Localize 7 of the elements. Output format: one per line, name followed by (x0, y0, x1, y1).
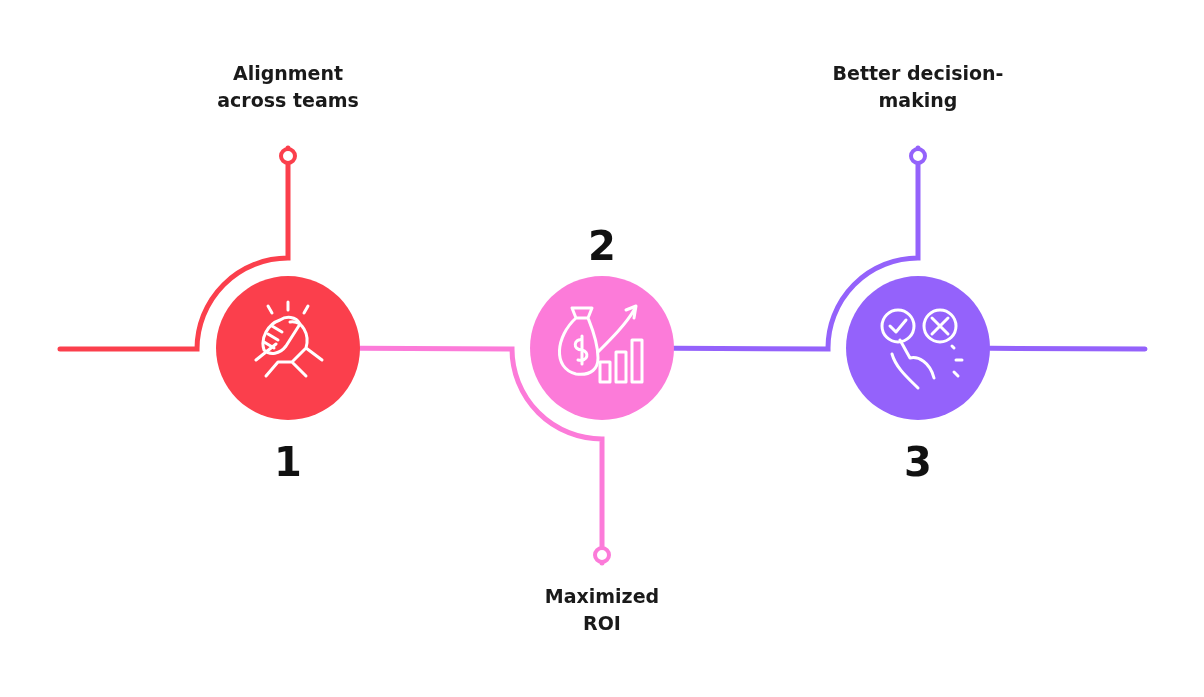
connector-line (57, 145, 297, 352)
caption-text: Alignment across teams (203, 60, 373, 148)
step-number: 2 (587, 224, 617, 268)
caption-text: Better decision-making (800, 60, 1036, 148)
step-number: 3 (903, 440, 933, 484)
caption-text: Maximized ROI (532, 563, 672, 643)
step-number: 1 (273, 440, 303, 484)
